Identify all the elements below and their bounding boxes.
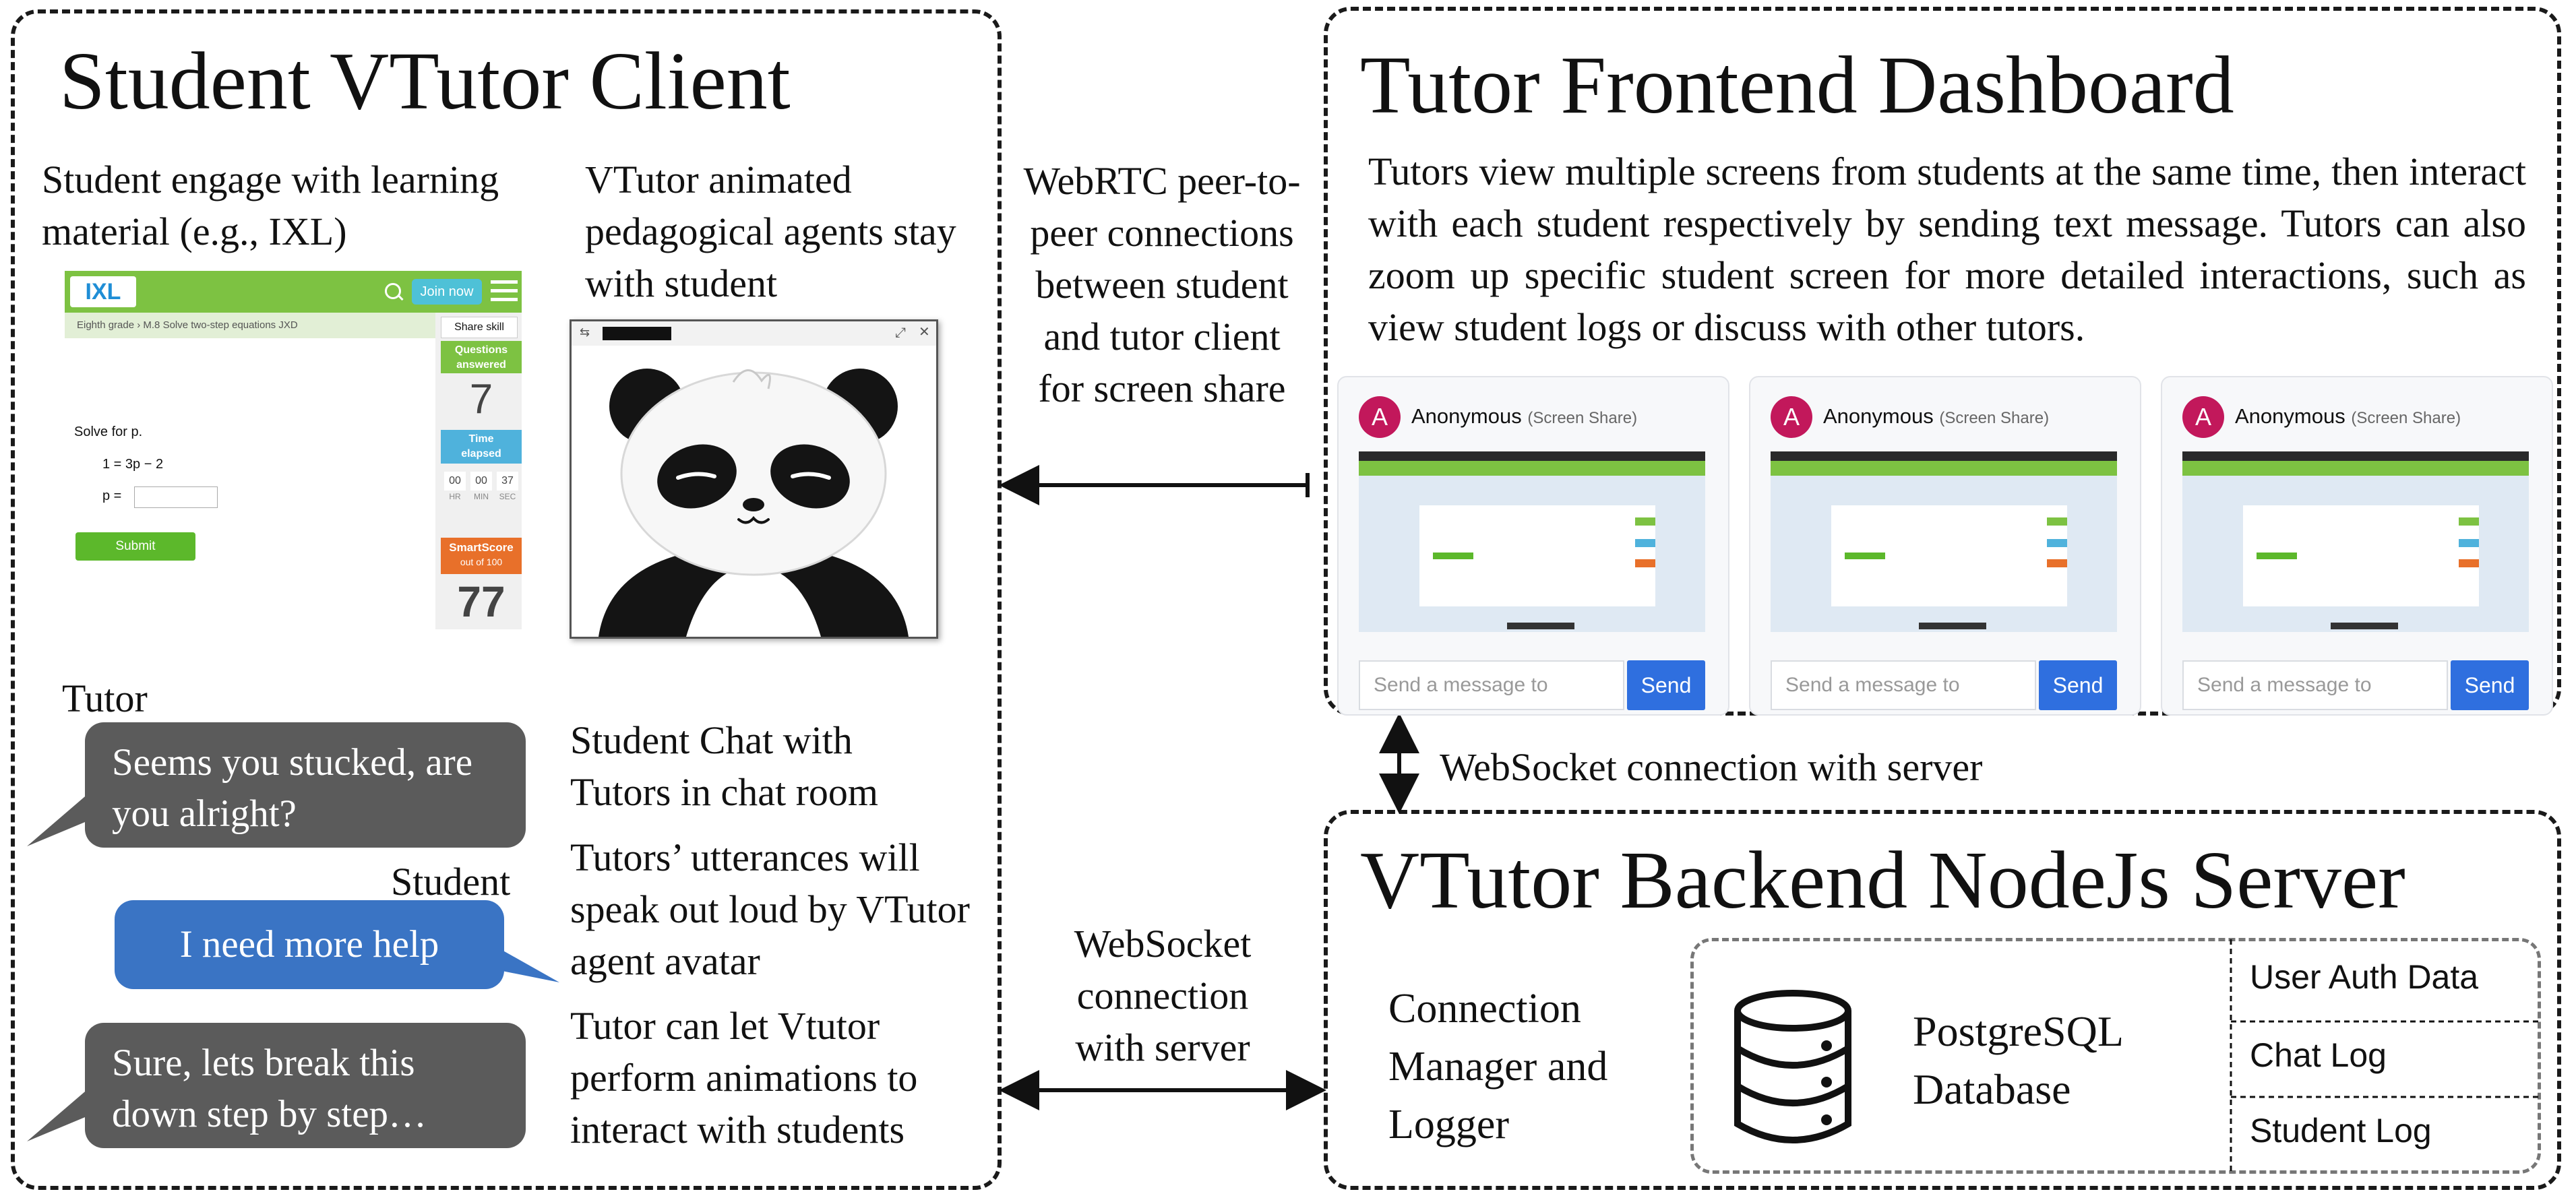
database-container — [1690, 938, 2541, 1174]
table-student-log: Student Log — [2250, 1112, 2432, 1149]
questions-answered-value: 7 — [469, 376, 493, 422]
student-name: Anonymous (Screen Share) — [1823, 403, 2049, 432]
fullscreen-icon[interactable]: ⤢ — [895, 324, 906, 340]
student-screen-card-1[interactable]: A Anonymous (Screen Share) Send a messag… — [1337, 376, 1729, 716]
student-name: Anonymous (Screen Share) — [1411, 403, 1637, 432]
student-bubble: I need more help — [115, 900, 504, 989]
database-label: PostgreSQL Database — [1913, 1007, 2122, 1113]
websocket-label-left: WebSocket connection with server — [1074, 922, 1252, 1069]
search-icon[interactable] — [385, 283, 401, 299]
menu-icon[interactable] — [491, 280, 518, 303]
smartscore-sub: out of 100 — [460, 557, 503, 567]
time-unit-sec: SEC — [499, 492, 516, 501]
student-screen-card-3[interactable]: A Anonymous (Screen Share) Send a messag… — [2161, 376, 2553, 716]
time-min: 00 — [470, 472, 492, 491]
student-name: Anonymous (Screen Share) — [2235, 403, 2461, 432]
table-chat-log: Chat Log — [2250, 1036, 2387, 1074]
answer-input[interactable] — [134, 486, 218, 508]
webrtc-arrow — [999, 465, 1310, 505]
breadcrumb: Eighth grade › M.8 Solve two-step equati… — [65, 313, 435, 338]
database-icon — [1734, 990, 1851, 1143]
questions-answered-label: Questions answered — [441, 341, 522, 373]
smartscore-box: SmartScore out of 100 — [441, 538, 522, 574]
send-button[interactable]: Send — [1627, 660, 1705, 710]
screen-share-thumbnail[interactable] — [1359, 451, 1705, 632]
time-sec: 37 — [497, 472, 518, 491]
tutor-bubble-tail-1 — [27, 788, 101, 846]
avatar: A — [2182, 396, 2224, 438]
tutor-bubble-2: Sure, lets break this down step by step… — [85, 1023, 526, 1148]
swap-icon[interactable]: ⇆ — [580, 325, 590, 340]
close-icon[interactable]: ✕ — [919, 323, 930, 340]
student-name-text: Anonymous — [1411, 404, 1522, 428]
submit-button[interactable]: Submit — [75, 532, 195, 561]
problem-prompt: Solve for p. — [74, 424, 143, 439]
websocket-label-right: WebSocket connection with server — [1440, 745, 1983, 789]
agent-text: VTutor animated pedagogical agents stay … — [585, 158, 956, 305]
time-unit-hr: HR — [449, 492, 461, 501]
answer-label: p = — [102, 488, 122, 503]
tutor-bubble-tail-2 — [27, 1083, 101, 1141]
join-now-button[interactable]: Join now — [412, 279, 482, 305]
student-screen-card-2[interactable]: A Anonymous (Screen Share) Send a messag… — [1749, 376, 2141, 716]
chat-desc-2: Tutors’ utterances will speak out loud b… — [570, 836, 970, 983]
send-button[interactable]: Send — [2451, 660, 2529, 710]
avatar: A — [1771, 396, 1812, 438]
ixl-logo: IXL — [70, 276, 136, 307]
message-input[interactable]: Send a message to — [1359, 660, 1624, 710]
screen-share-tag: (Screen Share) — [2351, 409, 2461, 427]
dashboard-title: Tutor Frontend Dashboard — [1360, 40, 2234, 131]
smartscore-value: 77 — [457, 577, 505, 626]
send-button[interactable]: Send — [2039, 660, 2117, 710]
ixl-screenshot: IXL Join now Eighth grade › M.8 Solve tw… — [65, 271, 522, 629]
panda-avatar — [572, 346, 936, 637]
breadcrumb-text: Eighth grade › M.8 Solve two-step equati… — [77, 319, 298, 331]
screen-share-thumbnail[interactable] — [1771, 451, 2117, 632]
student-client-title: Student VTutor Client — [59, 36, 791, 127]
screen-share-tag: (Screen Share) — [1939, 409, 2050, 427]
backend-panel — [1324, 810, 2561, 1190]
window-titlebar: ⇆ ⤢ ✕ — [572, 321, 936, 346]
student-name-text: Anonymous — [2235, 404, 2345, 428]
time-unit-min: MIN — [474, 492, 489, 501]
share-skill-button[interactable]: Share skill — [441, 317, 518, 338]
chat-desc-1: Student Chat with Tutors in chat room — [570, 718, 879, 814]
student-label: Student — [391, 860, 511, 904]
chat-desc-3: Tutor can let Vtutor perform animations … — [570, 1004, 918, 1152]
message-input[interactable]: Send a message to — [2182, 660, 2448, 710]
connection-manager-label: Connection Manager and Logger — [1388, 986, 1608, 1147]
screen-share-tag: (Screen Share) — [1527, 409, 1638, 427]
avatar: A — [1359, 396, 1401, 438]
smartscore-label: SmartScore — [449, 541, 514, 554]
vtutor-agent-window: ⇆ ⤢ ✕ — [570, 319, 938, 639]
tutor-bubble-1: Seems you stucked, are you alright? — [85, 722, 526, 848]
redacted-title — [603, 327, 671, 340]
dashboard-description: Tutors view multiple screens from studen… — [1368, 150, 2526, 349]
webrtc-label: WebRTC peer-to-peer connections between … — [1023, 159, 1301, 410]
student-name-text: Anonymous — [1823, 404, 1934, 428]
message-input[interactable]: Send a message to — [1771, 660, 2036, 710]
backend-title: VTutor Backend NodeJs Server — [1360, 835, 2405, 926]
problem-equation: 1 = 3p − 2 — [102, 457, 164, 472]
time-elapsed-label: Time elapsed — [441, 430, 522, 464]
tutor-label: Tutor — [62, 676, 148, 720]
engage-text: Student engage with learning material (e… — [42, 158, 499, 253]
table-user-auth: User Auth Data — [2250, 958, 2479, 996]
time-hr: 00 — [444, 472, 466, 491]
student-client-panel — [11, 9, 1002, 1190]
screen-share-thumbnail[interactable] — [2182, 451, 2529, 632]
